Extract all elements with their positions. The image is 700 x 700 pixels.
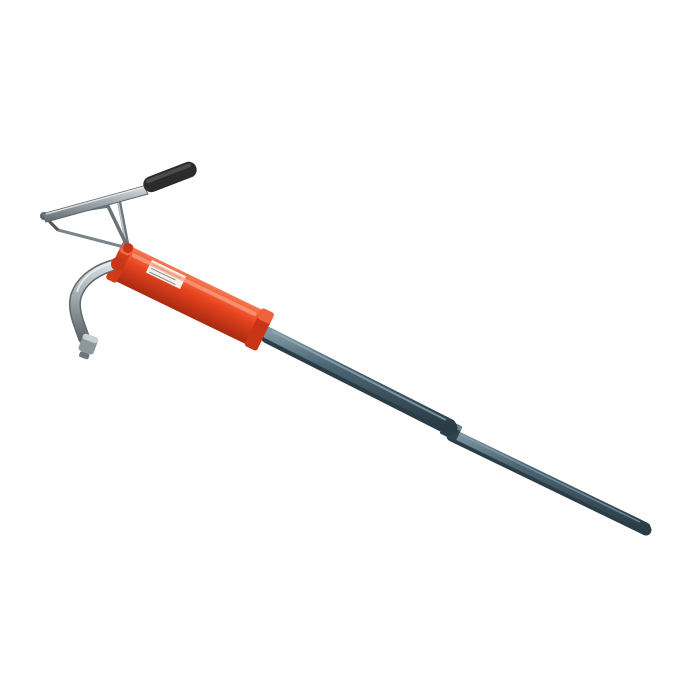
suction-tube-upper <box>260 327 458 436</box>
lever-handle-bar <box>41 185 149 223</box>
discharge-spout <box>69 257 125 360</box>
handle-grip <box>143 161 197 193</box>
suction-tube-lower <box>446 428 652 536</box>
pump-body <box>106 241 274 351</box>
